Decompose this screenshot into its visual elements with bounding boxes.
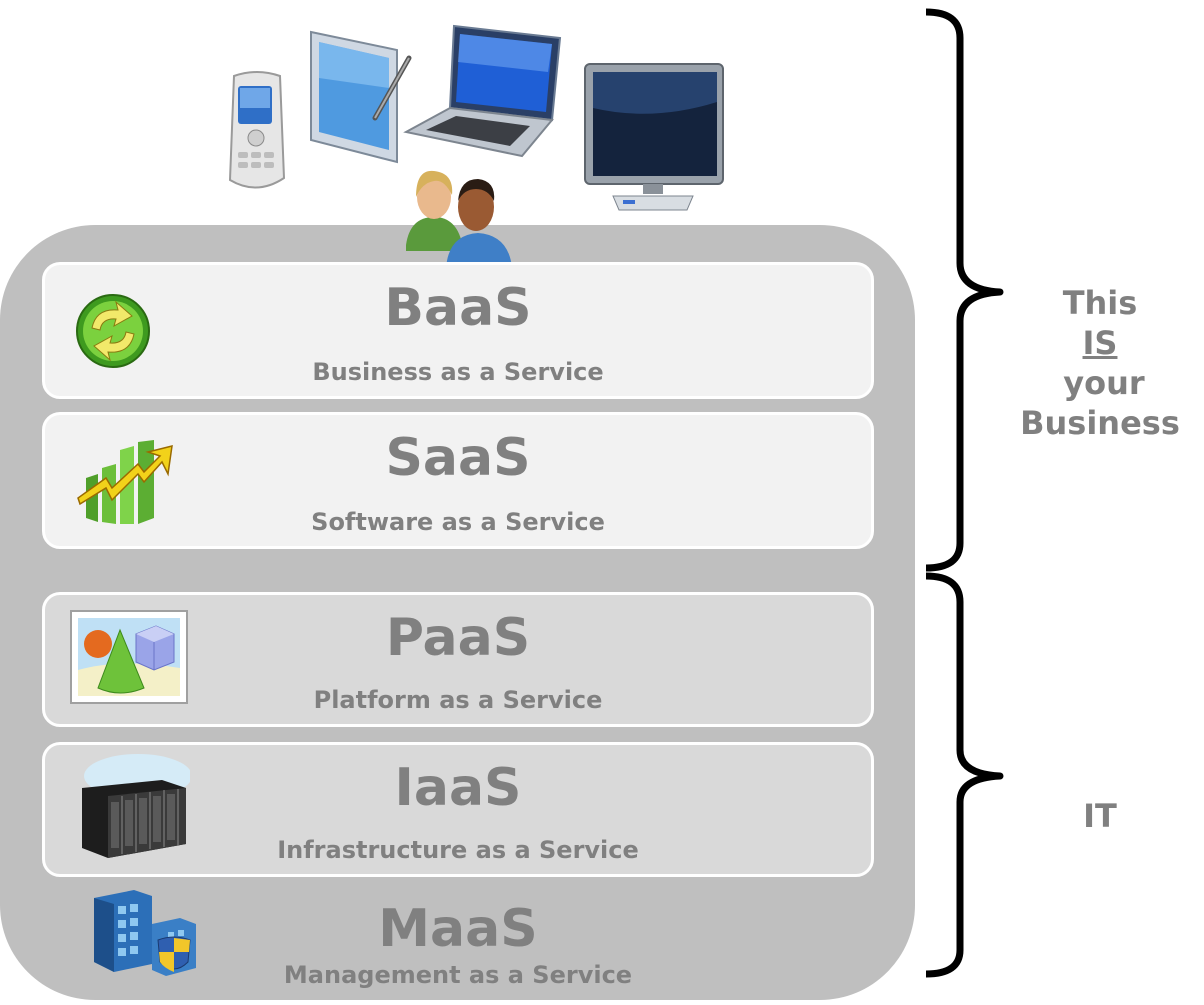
users-icon [406,170,512,271]
layer-title: IaaS [394,758,522,818]
it-brace [925,572,1004,978]
shapes-picture-icon [70,610,188,704]
tablet-pc-icon [310,30,412,164]
server-rack-icon [82,754,190,858]
business-label-line2: IS [1082,324,1118,362]
business-label-line4: Business [1020,404,1180,442]
business-brace [925,8,1004,572]
layer-subtitle: Management as a Service [283,961,633,989]
growth-chart-icon [77,440,173,524]
layer-title: MaaS [378,899,538,959]
mobile-phone-icon [228,71,286,189]
layer-subtitle: Platform as a Service [313,686,603,714]
layer-title: BaaS [384,278,532,338]
monitor-icon [584,63,724,211]
business-label-line3: your [1063,364,1145,402]
layer-maas: MaaS Management as a Service [42,895,874,995]
layer-title: PaaS [385,608,531,668]
refresh-icon [76,294,150,368]
business-label-line1: This [1062,284,1138,322]
layer-subtitle: Infrastructure as a Service [277,836,639,864]
layer-subtitle: Business as a Service [312,358,604,386]
it-label: IT [1083,797,1117,835]
business-label: This IS your Business [1010,283,1190,443]
layer-title: SaaS [385,428,531,488]
layer-saas: SaaS Software as a Service [42,412,874,549]
layer-subtitle: Software as a Service [311,508,605,536]
layer-baas: BaaS Business as a Service [42,262,874,399]
secure-building-icon [94,890,196,976]
laptop-icon [403,24,562,158]
